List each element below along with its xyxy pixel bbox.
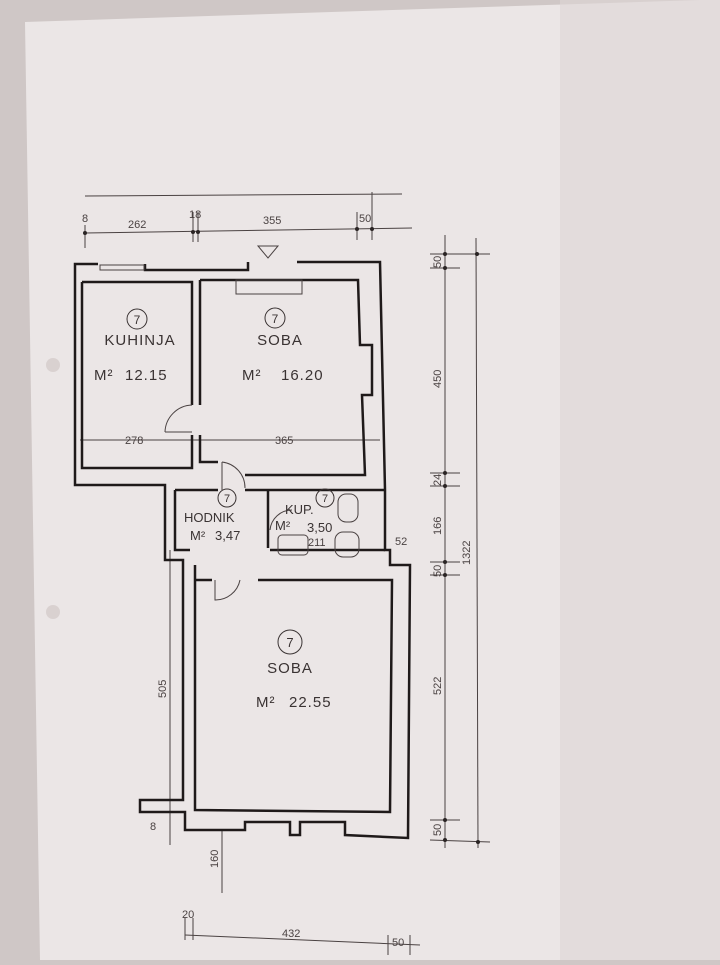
dim-label: 355 — [263, 215, 281, 227]
room-area: 12.15 — [125, 367, 168, 384]
room-kuhinja: 7 KUHINJA M² 12.15 — [94, 308, 175, 384]
paper-sheet — [25, 0, 720, 960]
dim-label: 450 — [432, 370, 444, 388]
room-marker — [126, 308, 148, 330]
room-soba-2: 7 SOBA M² 22.55 — [256, 629, 332, 711]
room-name: SOBA — [267, 660, 313, 677]
room-area: 16.20 — [281, 367, 324, 384]
doors-windows — [99, 245, 360, 601]
area-unit: M² — [275, 518, 291, 533]
punch-hole — [46, 358, 60, 372]
area-unit: M² — [94, 367, 114, 384]
dim-total-label: 1322 — [461, 541, 473, 565]
dimension-labels: 8 262 18 355 50 278 365 211 52 50 450 24… — [82, 209, 473, 949]
paper-shadow — [560, 0, 720, 960]
dim-label: 50 — [432, 824, 444, 836]
room-marker-number: 7 — [322, 493, 328, 505]
room-hodnik: 7 HODNIK M² 3,47 — [184, 488, 240, 543]
dim-label: 52 — [395, 536, 407, 548]
dim-label: 522 — [432, 677, 444, 695]
dim-label: 262 — [128, 219, 146, 231]
dim-label: 166 — [432, 517, 444, 535]
area-unit: M² — [256, 694, 276, 711]
room-marker-number: 7 — [286, 635, 293, 650]
dim-label: 8 — [150, 821, 156, 833]
dim-label: 50 — [359, 213, 371, 225]
room-marker — [264, 307, 286, 329]
room-marker — [217, 488, 237, 508]
dim-label: 20 — [182, 909, 194, 921]
room-marker — [277, 629, 303, 655]
dim-label: 18 — [189, 209, 201, 221]
room-soba-1: 7 SOBA M² 16.20 — [242, 307, 324, 384]
room-name: KUHINJA — [104, 332, 175, 349]
dimension-ticks — [83, 227, 480, 844]
room-area: 3,50 — [307, 520, 332, 535]
dim-label: 365 — [275, 435, 293, 447]
dimension-lines — [80, 192, 491, 955]
room-area: 22.55 — [289, 694, 332, 711]
dim-label: 432 — [282, 928, 300, 940]
dim-label: 160 — [209, 850, 221, 868]
room-area: 3,47 — [215, 528, 240, 543]
dim-label: 50 — [432, 256, 444, 268]
room-marker-number: 7 — [272, 312, 279, 326]
dim-label: 211 — [308, 537, 326, 549]
room-marker-number: 7 — [224, 493, 230, 505]
dim-label: 278 — [125, 435, 143, 447]
dim-label: 8 — [82, 213, 88, 225]
dim-label: 50 — [392, 937, 404, 949]
walls — [73, 260, 412, 840]
room-kupatilo: 7 KUP. M² 3,50 — [275, 488, 335, 535]
room-name: HODNIK — [184, 510, 235, 525]
room-marker — [315, 488, 335, 508]
room-name: SOBA — [257, 332, 303, 349]
room-marker-number: 7 — [134, 313, 141, 327]
dim-label: 50 — [432, 565, 444, 577]
room-name: KUP. — [285, 502, 314, 517]
dim-label: 24 — [432, 474, 444, 486]
punch-hole — [46, 605, 60, 619]
dim-label: 505 — [157, 680, 169, 698]
area-unit: M² — [242, 367, 262, 384]
area-unit: M² — [190, 528, 206, 543]
